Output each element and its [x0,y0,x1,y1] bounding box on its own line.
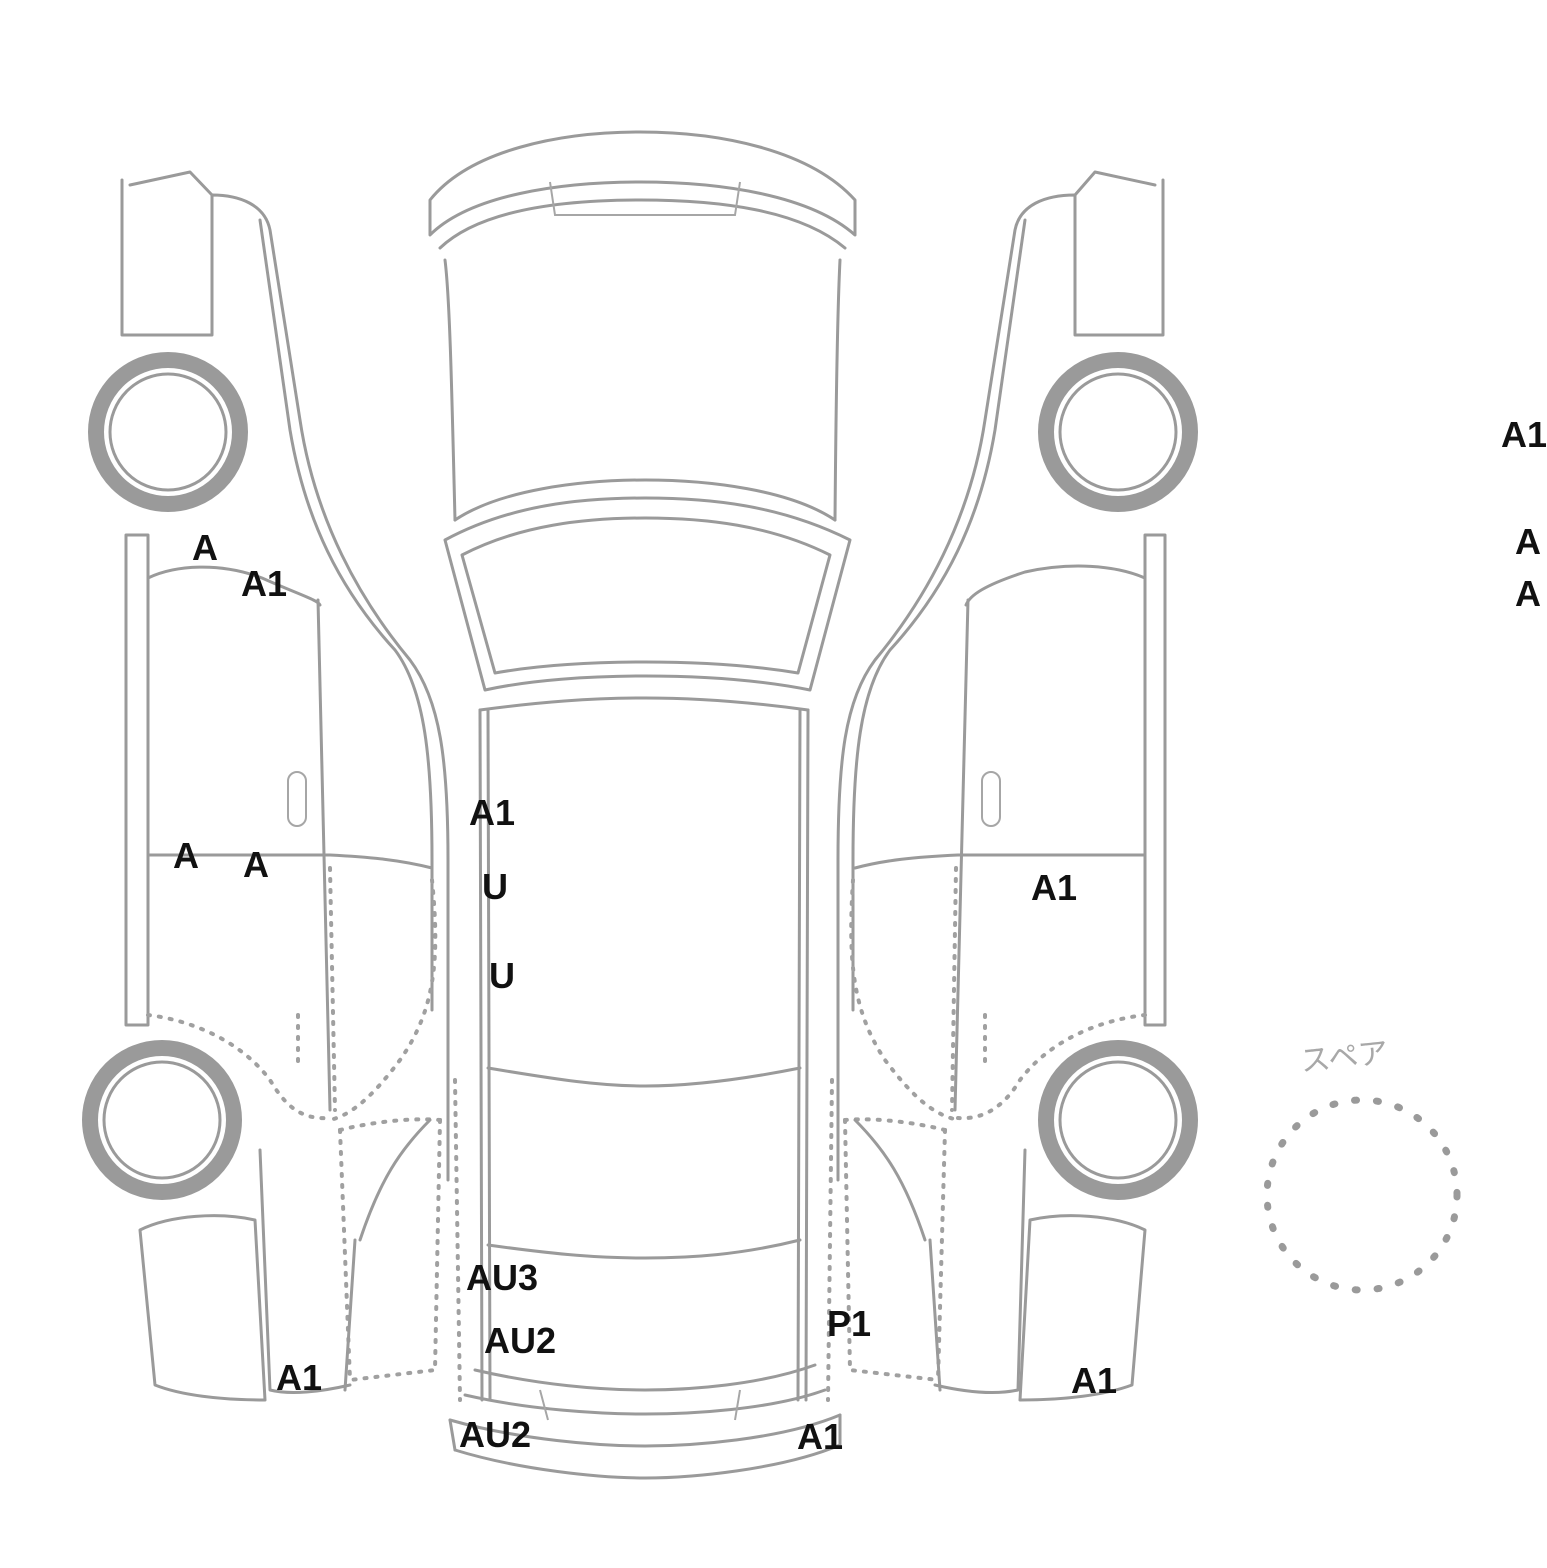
damage-code-left-front-roof: A1 [241,563,288,604]
damage-code-left-front-door-mid: A [243,844,269,885]
damage-code-edge-upper: A1 [1501,414,1547,455]
damage-code-top-roof-lower: U [489,955,515,996]
damage-code-edge-middle: A [1515,521,1541,562]
damage-code-left-rear-quarter: A1 [276,1357,323,1398]
spare-tire-outline [1263,1096,1461,1294]
damage-code-left-front-door-low: A [173,835,199,876]
damage-code-top-trunk: AU3 [466,1257,539,1298]
left-side-view [82,170,462,1402]
damage-code-top-windshield: A1 [469,792,516,833]
damage-code-left-front-pillar: A [192,527,218,568]
top-view [428,130,857,1480]
damage-code-right-quarter-edge: P1 [827,1303,872,1344]
damage-code-top-rear-bumper-left: AU2 [459,1414,532,1455]
right-side-view [826,170,1198,1402]
spare-label: スペア [1298,1035,1390,1080]
damage-code-top-roof-upper: U [482,866,508,907]
damage-code-top-rear-panel: AU2 [484,1320,557,1361]
damage-code-top-rear-bumper-right: A1 [797,1416,844,1457]
damage-code-right-door: A1 [1031,867,1078,908]
damage-code-edge-lower: A [1515,573,1541,614]
damage-code-right-rear-quarter: A1 [1071,1360,1118,1401]
